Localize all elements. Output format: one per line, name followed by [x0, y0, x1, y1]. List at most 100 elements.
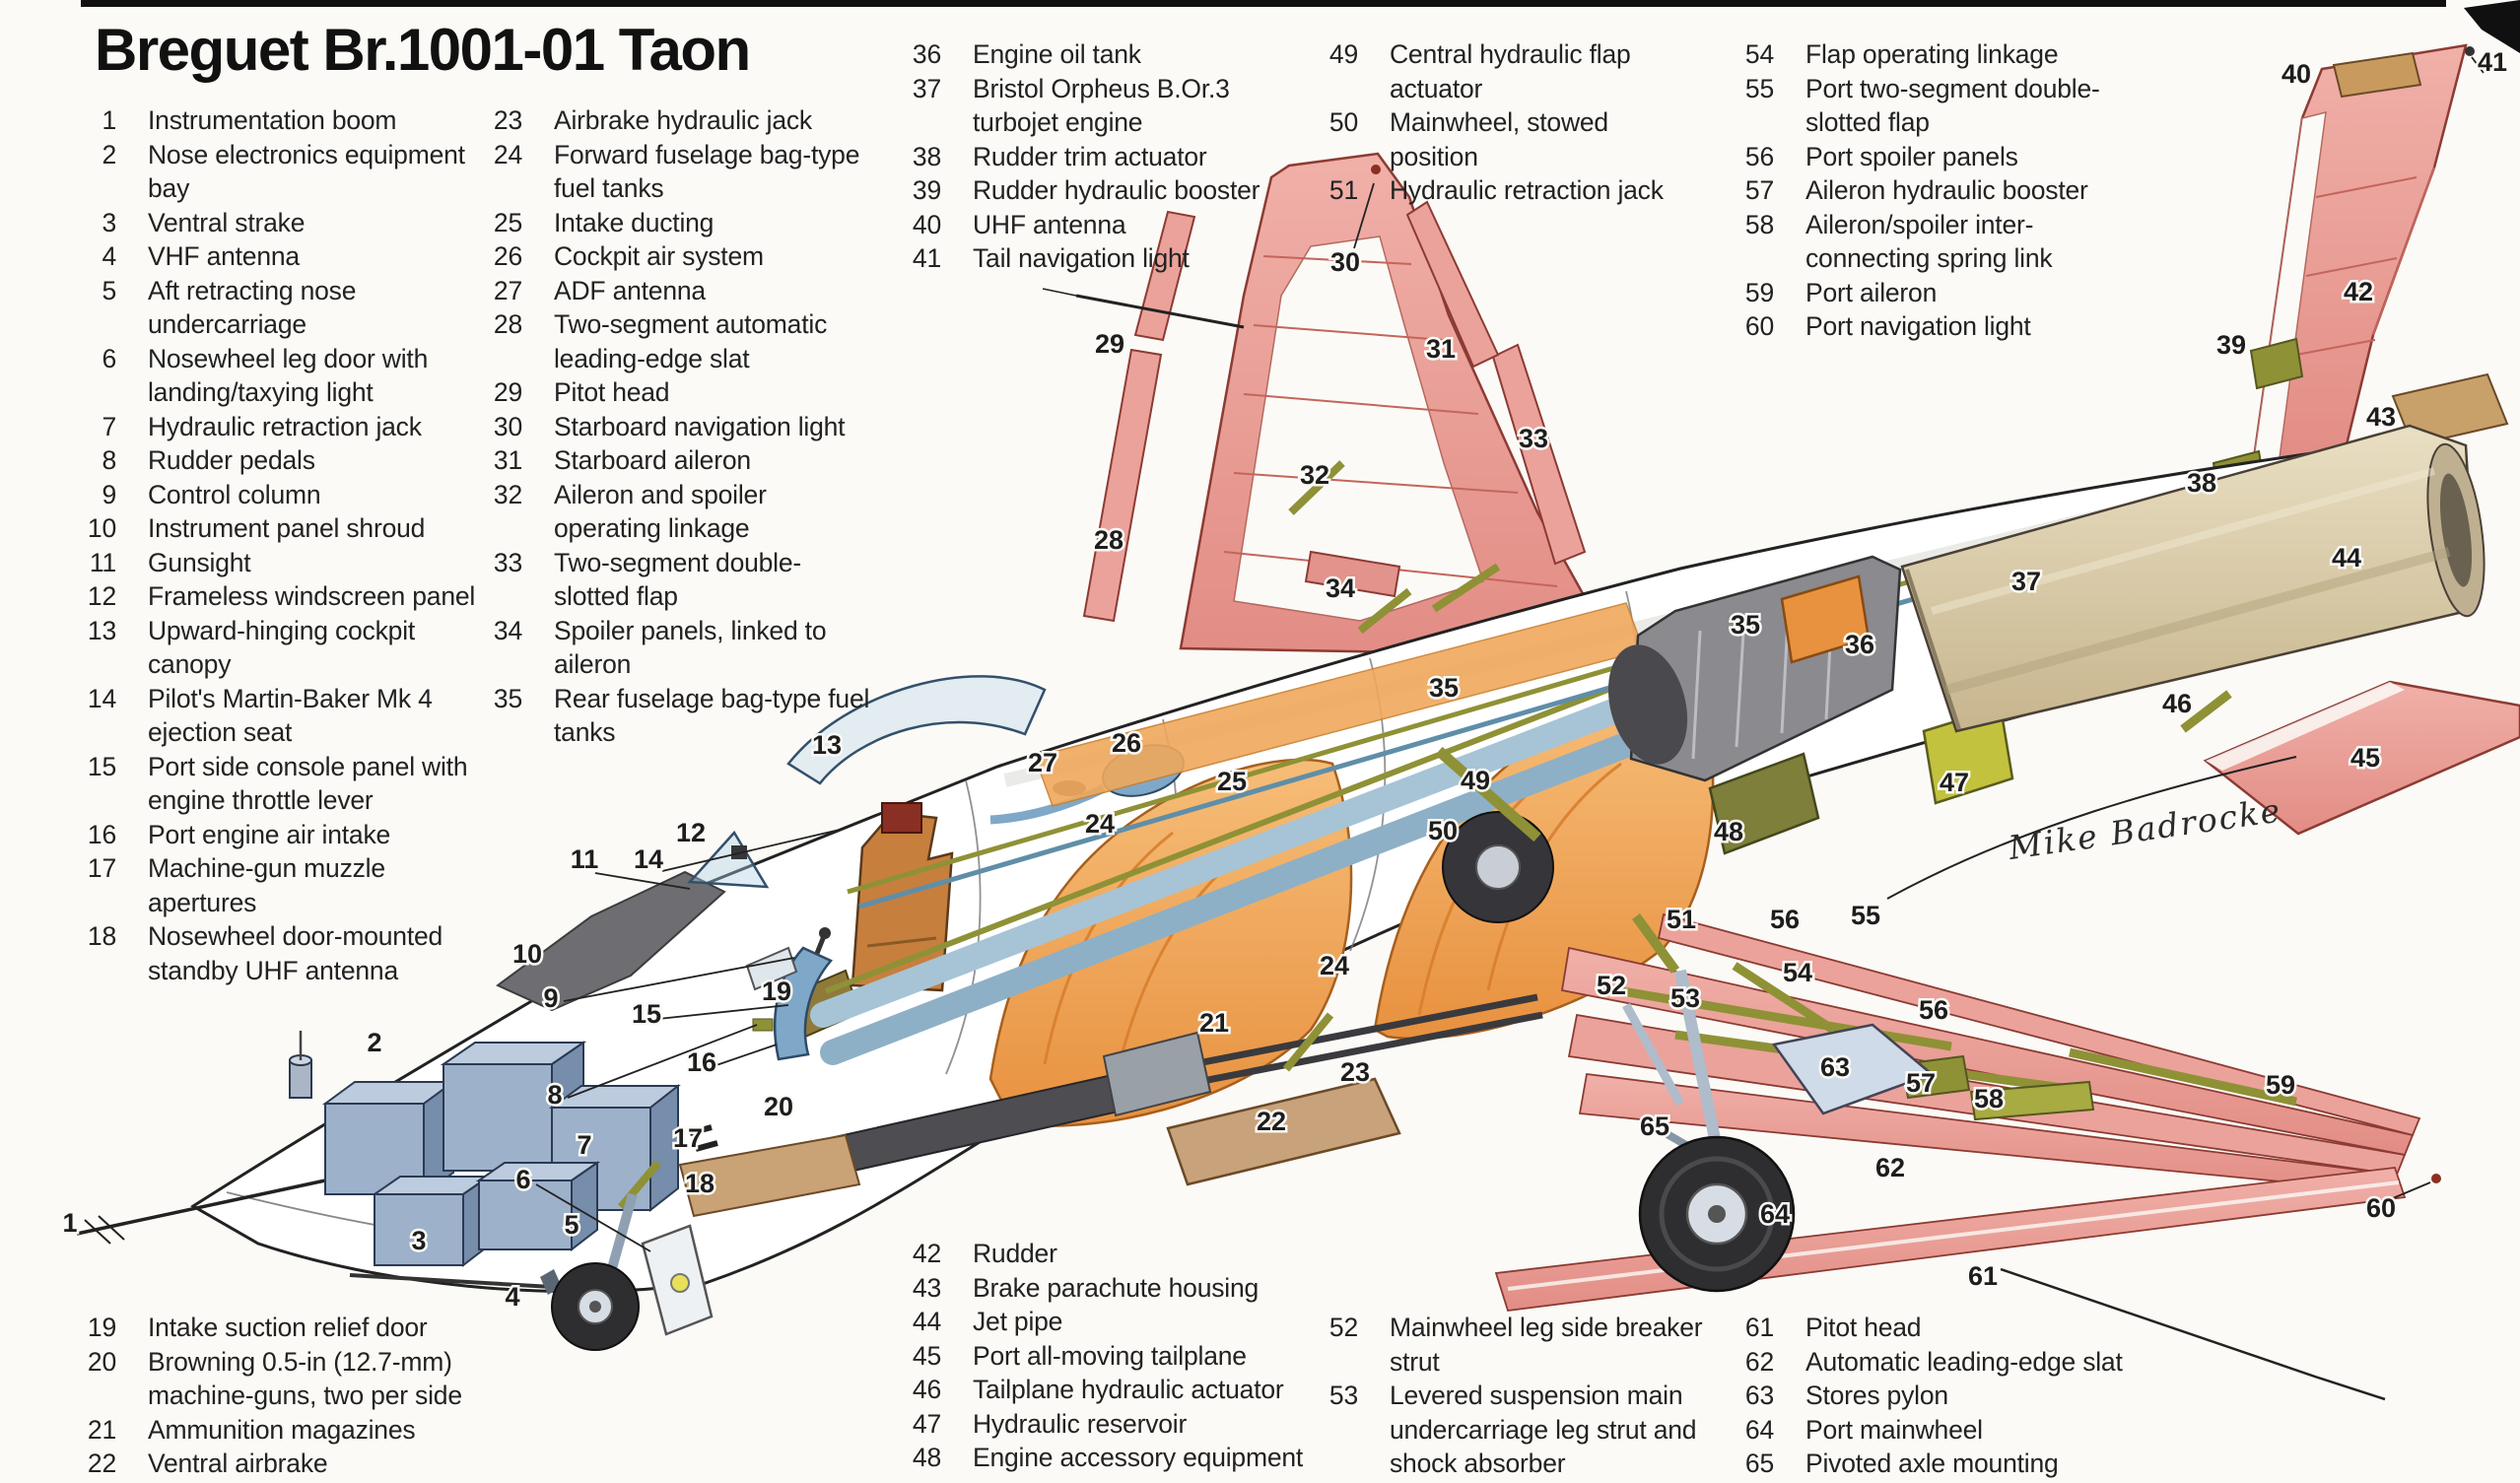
legend-item-number: 38 [912, 141, 941, 171]
legend-item-number: 58 [1744, 209, 1774, 239]
legend-item: 13 Upward-hinging cockpit canopy [71, 614, 542, 682]
callout-number: 39 [2216, 330, 2246, 360]
callout-number: 44 [2332, 543, 2361, 573]
nose-antenna-unit [289, 1031, 312, 1099]
legend-item-number: 9 [102, 479, 116, 509]
callout-number: 7 [577, 1130, 591, 1160]
legend-item-label: Browning 0.5-in (12.7-mm) machine-guns, … [148, 1346, 462, 1411]
callout-number: 58 [1974, 1084, 2004, 1113]
callout-number: 54 [1783, 958, 1812, 987]
port-pitot-boom [2000, 1267, 2386, 1401]
legend-item-label: Engine accessory equipment [973, 1443, 1304, 1472]
callout-number: 65 [1640, 1112, 1669, 1141]
gun-barrel [1182, 993, 1538, 1070]
callout-number: 5 [564, 1210, 579, 1240]
callout-number: 8 [547, 1080, 562, 1110]
callout-number: 48 [1714, 817, 1743, 846]
callout-number: 6 [515, 1165, 530, 1194]
legend-item-number: 14 [87, 683, 116, 713]
callout-number: 56 [1770, 905, 1800, 934]
tail-navigation-light [2465, 46, 2475, 56]
central-flap-actuator [1435, 746, 1541, 843]
legend-item-number: 2 [102, 139, 116, 169]
callout-number: 51 [1667, 905, 1696, 934]
callout-number: 26 [1112, 728, 1141, 758]
legend-item-number: 52 [1328, 1313, 1358, 1342]
legend-item-label: Frameless windscreen panel [148, 581, 476, 611]
rudder-pedals [752, 1018, 774, 1032]
cockpit [496, 675, 1185, 1043]
callout-number: 18 [685, 1169, 715, 1198]
gun-barrel [1187, 1011, 1543, 1088]
legend-item-label: Intake suction relief door [148, 1313, 428, 1342]
legend-item-label: Engine oil tank [973, 39, 1141, 69]
legend-item-label: Bristol Orpheus B.Or.3 turbojet engine [973, 73, 1230, 138]
legend-item-label: Control column [148, 479, 321, 509]
callout-number: 60 [2366, 1193, 2396, 1223]
legend-item-number: 24 [493, 139, 522, 169]
scan-border [81, 0, 2520, 53]
callout-number: 35 [1429, 673, 1459, 703]
callout-number: 22 [1257, 1107, 1286, 1136]
legend-item-label: Nosewheel leg door with landing/taxying … [148, 343, 429, 408]
legend-item-label: Ventral strake [148, 207, 306, 237]
legend-item-label: Gunsight [148, 547, 251, 577]
legend-item-label: Port aileron [1805, 277, 1938, 307]
legend-item-label: Forward fuselage bag-type fuel tanks [554, 139, 860, 204]
legend-item-number: 7 [102, 411, 116, 441]
callout-number: 3 [411, 1226, 426, 1255]
legend-item-label: Aileron/spoiler inter- connecting spring… [1805, 209, 2053, 274]
legend-item-number: 39 [912, 175, 941, 205]
legend-item-number: 37 [912, 73, 941, 103]
engine-accessory-equipment [1708, 752, 1820, 855]
legend-item-number: 26 [493, 241, 522, 271]
legend-item-label: Aft retracting nose undercarriage [148, 275, 357, 340]
legend-item-number: 23 [493, 105, 522, 135]
legend-item-number: 12 [87, 581, 116, 611]
legend-item-label: UHF antenna [973, 209, 1126, 239]
legend-item-label: Upward-hinging cockpit canopy [148, 615, 416, 680]
port-tailplane [2180, 680, 2520, 836]
ventral-strake [349, 1273, 553, 1289]
legend-item-number: 34 [493, 615, 522, 645]
callout-number: 20 [764, 1092, 793, 1121]
callout-number: 25 [1217, 767, 1247, 796]
callout-number: 35 [1731, 610, 1760, 640]
callout-number: 64 [1760, 1199, 1790, 1229]
callout-number: 13 [812, 730, 842, 760]
artist-signature: Mike Badrocke [2006, 790, 2284, 867]
callout-number: 41 [2478, 47, 2507, 77]
callout-number: 15 [632, 999, 661, 1029]
legend-item-label: Nosewheel door-mounted standby UHF anten… [148, 921, 443, 985]
jet-pipe [1900, 372, 2509, 733]
legend-item-number: 1 [102, 105, 116, 135]
starboard-pitot-head [1075, 294, 1245, 329]
legend-item-label: Port navigation light [1805, 311, 2031, 341]
legend-item-number: 13 [87, 615, 116, 645]
callout-number: 4 [505, 1282, 519, 1312]
legend-item-label: Pitot head [1805, 1313, 1922, 1342]
legend-item-number: 28 [493, 309, 522, 339]
